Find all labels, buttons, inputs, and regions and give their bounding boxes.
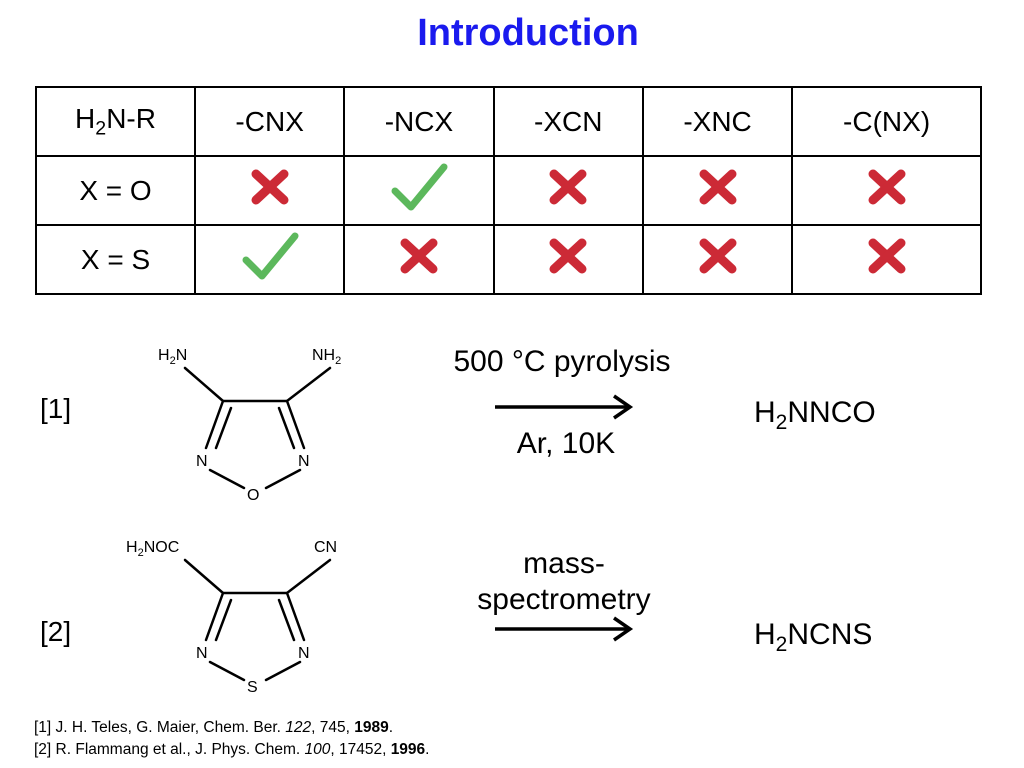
reaction-2-ring-right: N	[298, 645, 310, 662]
reaction-2-ring-left: N	[196, 645, 208, 662]
table-cell	[343, 155, 495, 226]
reaction-1-condition-top: 500 °C pyrolysis	[453, 345, 671, 378]
header-col-4: -XNC	[641, 86, 794, 157]
reaction-1-arrow	[495, 394, 634, 420]
table-cell	[641, 224, 794, 295]
reaction-1-ring-bottom: O	[247, 487, 259, 504]
reaction-1-ref: [1]	[40, 393, 72, 424]
row-label: X = O	[35, 155, 196, 226]
reaction-2-product: H2NCNS	[754, 618, 873, 656]
reaction-2-right-group: CN	[314, 539, 337, 556]
header-col-5: -C(NX)	[791, 86, 982, 157]
cross-icon	[696, 167, 740, 214]
reaction-1-ring-left: N	[196, 453, 208, 470]
reaction-2-reactant-structure: H2NOC CN N N S	[126, 539, 337, 696]
table-cell	[193, 224, 346, 295]
header-col-2: -NCX	[343, 86, 495, 157]
reaction-1-ring-right: N	[298, 453, 310, 470]
reaction-1-condition-bottom: Ar, 10K	[516, 427, 616, 460]
table-cell	[641, 155, 794, 226]
reaction-2-left-group: H2NOC	[126, 539, 179, 559]
cross-icon	[546, 167, 590, 214]
table-cell	[492, 155, 644, 226]
reaction-2-arrow	[495, 616, 634, 642]
cross-icon	[546, 236, 590, 283]
reference-2: [2] R. Flammang et al., J. Phys. Chem. 1…	[34, 741, 430, 758]
check-icon	[389, 157, 449, 224]
header-col-3: -XCN	[492, 86, 644, 157]
table-cell	[492, 224, 644, 295]
reaction-2-condition-top: mass- spectrometry	[477, 547, 651, 616]
reaction-2-ref: [2]	[40, 616, 72, 647]
table-header-row: H2N-R -CNX -NCX -XCN -XNC -C(NX)	[35, 86, 982, 157]
table-cell	[343, 224, 495, 295]
reaction-1-right-group: NH2	[312, 347, 341, 367]
reactivity-table: H2N-R -CNX -NCX -XCN -XNC -C(NX) X = O X…	[35, 86, 982, 295]
cross-icon	[248, 167, 292, 214]
table-cell	[193, 155, 346, 226]
cross-icon	[865, 236, 909, 283]
reaction-2-ring-bottom: S	[247, 679, 258, 696]
row-label: X = S	[35, 224, 196, 295]
cross-icon	[865, 167, 909, 214]
references: [1] J. H. Teles, G. Maier, Chem. Ber. 12…	[34, 717, 429, 761]
cross-icon	[696, 236, 740, 283]
cross-icon	[397, 236, 441, 283]
reaction-1-reactant-structure: H2N NH2 N N O	[158, 347, 341, 504]
header-col-1: -CNX	[193, 86, 346, 157]
table-row: X = S	[35, 224, 982, 295]
header-corner: H2N-R	[35, 86, 196, 157]
table-cell	[791, 155, 982, 226]
page-title: Introduction	[417, 12, 639, 54]
table-cell	[791, 224, 982, 295]
reference-1: [1] J. H. Teles, G. Maier, Chem. Ber. 12…	[34, 719, 394, 736]
table-row: X = O	[35, 155, 982, 226]
reaction-1-left-group: H2N	[158, 347, 187, 367]
reaction-1-product: H2NNCO	[754, 396, 876, 434]
check-icon	[240, 226, 300, 293]
